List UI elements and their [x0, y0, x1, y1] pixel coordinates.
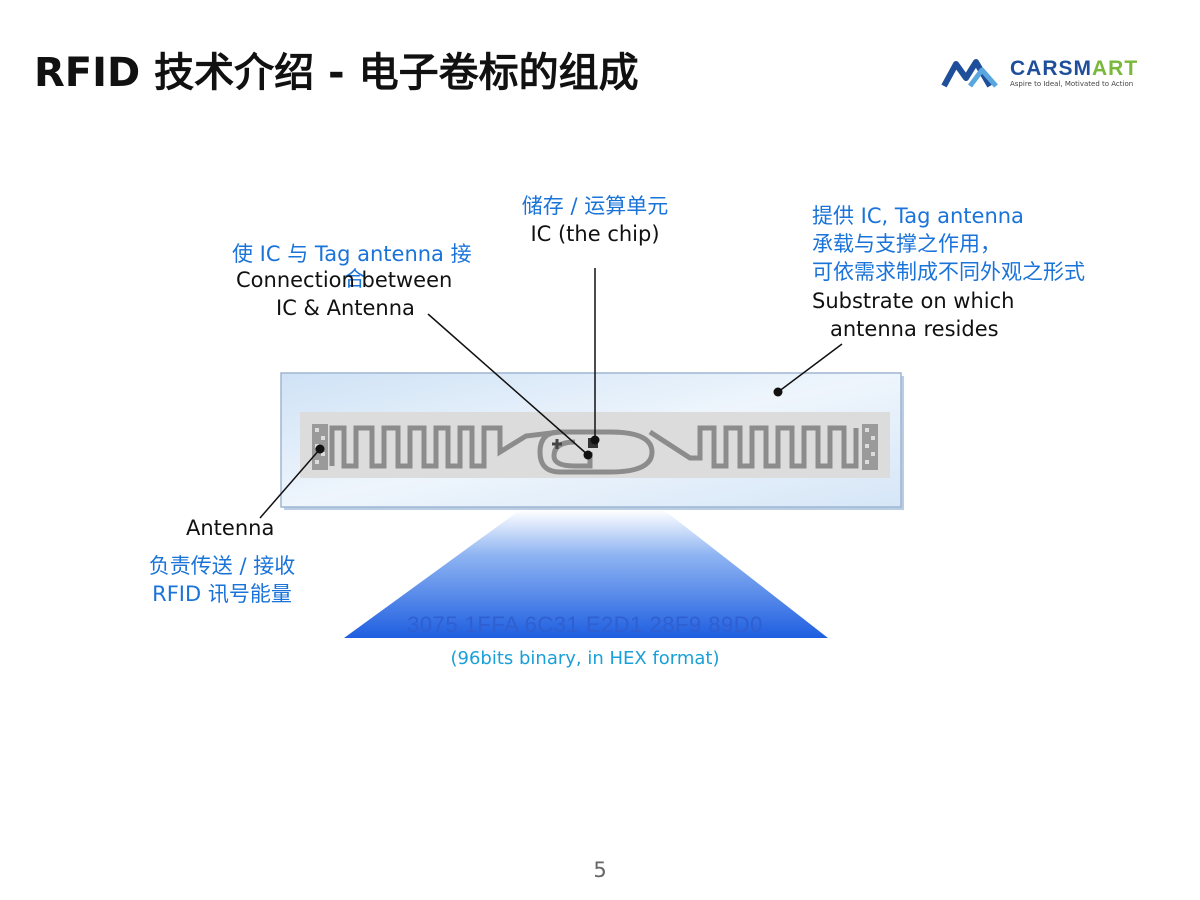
callout-lines	[259, 268, 843, 519]
callout-dots	[315, 387, 783, 460]
logo-brand-accent: ART	[1092, 57, 1139, 80]
substrate-label-cn-line1: 提供 IC, Tag antenna	[812, 204, 1024, 228]
antenna-left-meander	[329, 425, 561, 469]
logo-tagline: Aspire to Ideal, Motivated to Action	[1010, 80, 1134, 88]
substrate-label-en-line1: Substrate on which	[812, 289, 1015, 313]
connection-label-en-line2: IC & Antenna	[276, 296, 415, 320]
tag-hex-value: 3075 1FFA 6C31 E2D1 28F9 89D0	[407, 612, 763, 637]
substrate-label-cn-line2: 承载与支撑之作用，	[812, 232, 1001, 256]
connection-callout-line	[427, 313, 589, 456]
antenna-callout-line	[259, 448, 321, 519]
antenna-inner-loop	[551, 439, 593, 469]
antenna-label-cn-line2: RFID 讯号能量	[152, 582, 292, 606]
logo-brand-main: CARSM	[1010, 57, 1092, 80]
connection-label-en-line1: Connection between	[236, 268, 453, 292]
page-number: 5	[593, 858, 607, 882]
antenna-label-en: Antenna	[186, 516, 275, 540]
antenna-pattern	[329, 425, 859, 475]
chip-label-en: IC (the chip)	[530, 222, 660, 246]
substrate-label-cn-line3: 可依需求制成不同外观之形式	[812, 260, 1085, 284]
logo-wordmark: CARSMART	[1010, 57, 1138, 81]
substrate-label-en-line2: antenna resides	[830, 317, 999, 341]
carsmart-logo	[941, 59, 998, 88]
substrate-callout-line	[777, 343, 843, 393]
data-beam	[344, 510, 828, 638]
antenna-right-meander	[648, 425, 859, 469]
connection-bond	[552, 439, 562, 449]
connection-label-cn-line2: 合	[344, 267, 365, 291]
antenna-loop	[537, 429, 655, 475]
connection-label-cn-line1: 使 IC 与 Tag antenna 接	[232, 242, 472, 266]
antenna-label-cn-line1: 负责传送 / 接收	[148, 554, 296, 578]
chip-label-cn: 储存 / 运算单元	[521, 194, 669, 218]
tag-hex-note: (96bits binary, in HEX format)	[450, 648, 720, 669]
page-title: RFID 技术介绍 - 电子卷标的组成	[34, 50, 639, 96]
